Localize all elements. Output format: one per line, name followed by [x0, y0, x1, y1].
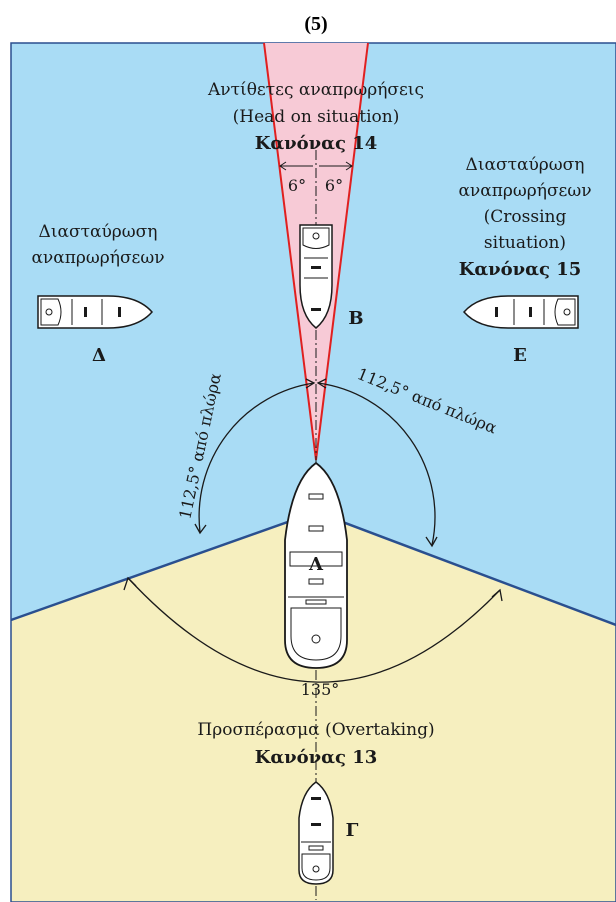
crossing-left-line2: αναπρωρήσεων [31, 248, 164, 268]
crossing-right-line4: situation) [484, 233, 566, 253]
vessel-b [300, 225, 332, 328]
crossing-right-line1: Διασταύρωση [466, 155, 585, 175]
vessel-a-label: Α [308, 554, 324, 575]
crossing-right-rule: Κανόνας 15 [459, 259, 582, 280]
overtaking-title: Προσπέρασμα (Overtaking) [197, 720, 434, 740]
vessel-delta-label: Δ [92, 345, 106, 366]
vessel-b-label: Β [348, 308, 363, 329]
vessel-gamma-label: Γ [346, 820, 359, 841]
overtaking-rule: Κανόνας 13 [255, 747, 378, 768]
head-on-subtitle: (Head on situation) [233, 107, 400, 127]
crossing-right-line3: (Crossing [484, 207, 567, 227]
crossing-left-line1: Διασταύρωση [39, 222, 158, 242]
vessel-e-label: Ε [513, 345, 527, 366]
head-on-title: Αντίθετες αναπρωρήσεις [207, 80, 424, 100]
vessel-delta [38, 296, 152, 328]
figure-number: (5) [304, 13, 327, 35]
vessel-e [464, 296, 578, 328]
angle-stern-sector-label: 135° [301, 680, 340, 699]
crossing-right-line2: αναπρωρήσεων [458, 181, 591, 201]
vessel-gamma [299, 782, 333, 884]
angle-right-label: 6° [325, 176, 343, 195]
head-on-rule: Κανόνας 14 [255, 133, 378, 154]
angle-left-label: 6° [288, 176, 306, 195]
